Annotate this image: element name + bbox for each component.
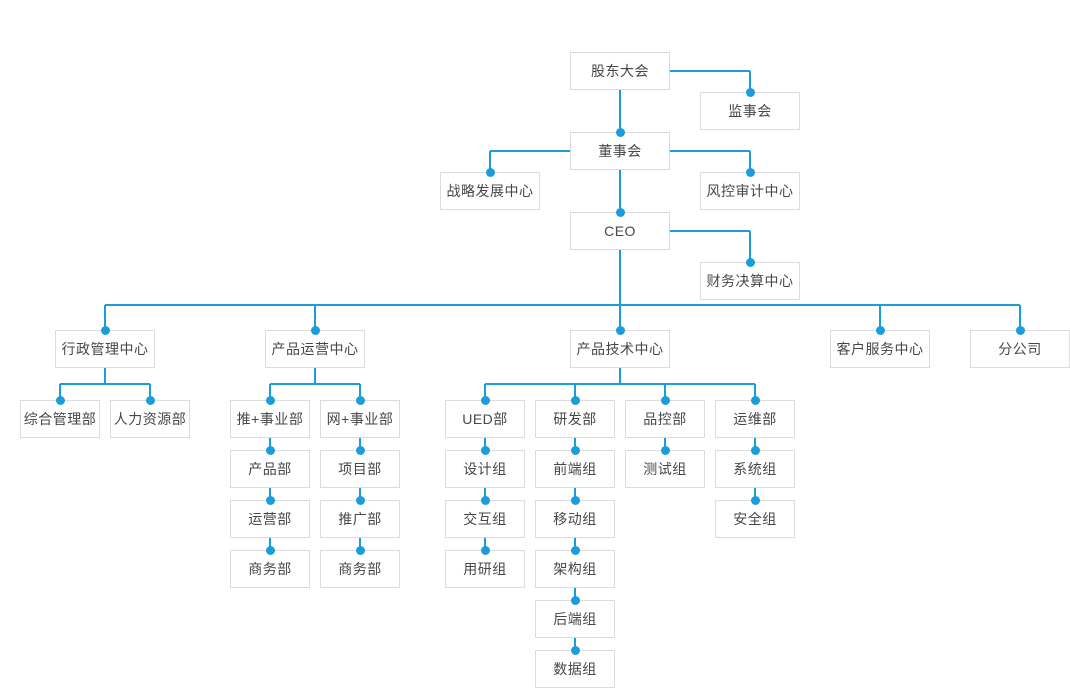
org-node-strategy[interactable]: 战略发展中心 [440, 172, 540, 210]
org-node-label: 项目部 [338, 461, 382, 477]
org-node-supervisory[interactable]: 监事会 [700, 92, 800, 130]
org-node-label: 产品运营中心 [271, 341, 359, 357]
org-node-branch[interactable]: 分公司 [970, 330, 1070, 368]
org-node-research_group[interactable]: 用研组 [445, 550, 525, 588]
org-node-tui_bu[interactable]: 推+事业部 [230, 400, 310, 438]
org-node-label: 产品技术中心 [576, 341, 664, 357]
org-node-arch_group[interactable]: 架构组 [535, 550, 615, 588]
org-node-riskaudit[interactable]: 风控审计中心 [700, 172, 800, 210]
org-node-ops_maint[interactable]: 运维部 [715, 400, 795, 438]
org-node-backend_group[interactable]: 后端组 [535, 600, 615, 638]
org-node-promo_dept[interactable]: 推广部 [320, 500, 400, 538]
org-node-label: 用研组 [463, 561, 507, 577]
org-node-label: 交互组 [463, 511, 507, 527]
org-node-board[interactable]: 董事会 [570, 132, 670, 170]
org-node-system_group[interactable]: 系统组 [715, 450, 795, 488]
org-node-label: 移动组 [553, 511, 597, 527]
org-node-wang_bu[interactable]: 网+事业部 [320, 400, 400, 438]
org-node-label: 董事会 [598, 143, 642, 159]
org-node-biz_dept_1[interactable]: 商务部 [230, 550, 310, 588]
org-node-product_dept[interactable]: 产品部 [230, 450, 310, 488]
org-node-label: 推+事业部 [236, 411, 304, 427]
org-node-label: 研发部 [553, 411, 597, 427]
org-node-label: CEO [604, 223, 636, 239]
org-node-label: 监事会 [728, 103, 772, 119]
org-node-label: 网+事业部 [326, 411, 394, 427]
org-node-ops_dept[interactable]: 运营部 [230, 500, 310, 538]
org-node-label: 后端组 [553, 611, 597, 627]
org-node-label: 人力资源部 [113, 411, 187, 427]
org-node-customer_service[interactable]: 客户服务中心 [830, 330, 930, 368]
org-node-label: 品控部 [643, 411, 687, 427]
org-node-shareholders[interactable]: 股东大会 [570, 52, 670, 90]
org-node-project_dept[interactable]: 项目部 [320, 450, 400, 488]
org-node-rd[interactable]: 研发部 [535, 400, 615, 438]
org-node-general_mgmt[interactable]: 综合管理部 [20, 400, 100, 438]
org-node-hr[interactable]: 人力资源部 [110, 400, 190, 438]
org-node-label: 客户服务中心 [836, 341, 924, 357]
org-node-label: 商务部 [248, 561, 292, 577]
org-node-interaction_group[interactable]: 交互组 [445, 500, 525, 538]
org-node-label: 系统组 [733, 461, 777, 477]
org-node-label: 推广部 [338, 511, 382, 527]
org-node-product_tech[interactable]: 产品技术中心 [570, 330, 670, 368]
org-node-ued[interactable]: UED部 [445, 400, 525, 438]
org-node-label: 设计组 [463, 461, 507, 477]
org-node-label: 产品部 [248, 461, 292, 477]
org-node-design_group[interactable]: 设计组 [445, 450, 525, 488]
org-node-label: 运维部 [733, 411, 777, 427]
org-node-label: 测试组 [643, 461, 687, 477]
org-node-label: 战略发展中心 [446, 183, 534, 199]
org-node-label: UED部 [462, 411, 508, 427]
org-node-label: 商务部 [338, 561, 382, 577]
org-node-label: 行政管理中心 [61, 341, 149, 357]
org-node-label: 股东大会 [591, 63, 649, 79]
org-node-label: 分公司 [998, 341, 1042, 357]
org-node-mobile_group[interactable]: 移动组 [535, 500, 615, 538]
org-node-qa[interactable]: 品控部 [625, 400, 705, 438]
org-node-admin_center[interactable]: 行政管理中心 [55, 330, 155, 368]
org-node-data_group[interactable]: 数据组 [535, 650, 615, 688]
org-node-test_group[interactable]: 测试组 [625, 450, 705, 488]
org-node-finance[interactable]: 财务决算中心 [700, 262, 800, 300]
org-node-label: 架构组 [553, 561, 597, 577]
org-node-label: 财务决算中心 [706, 273, 794, 289]
org-node-product_ops[interactable]: 产品运营中心 [265, 330, 365, 368]
org-node-label: 安全组 [733, 511, 777, 527]
org-node-label: 数据组 [553, 661, 597, 677]
org-node-label: 风控审计中心 [706, 183, 794, 199]
org-node-frontend_group[interactable]: 前端组 [535, 450, 615, 488]
org-node-label: 前端组 [553, 461, 597, 477]
org-node-security_group[interactable]: 安全组 [715, 500, 795, 538]
org-node-label: 运营部 [248, 511, 292, 527]
org-node-biz_dept_2[interactable]: 商务部 [320, 550, 400, 588]
org-node-label: 综合管理部 [23, 411, 97, 427]
org-node-ceo[interactable]: CEO [570, 212, 670, 250]
